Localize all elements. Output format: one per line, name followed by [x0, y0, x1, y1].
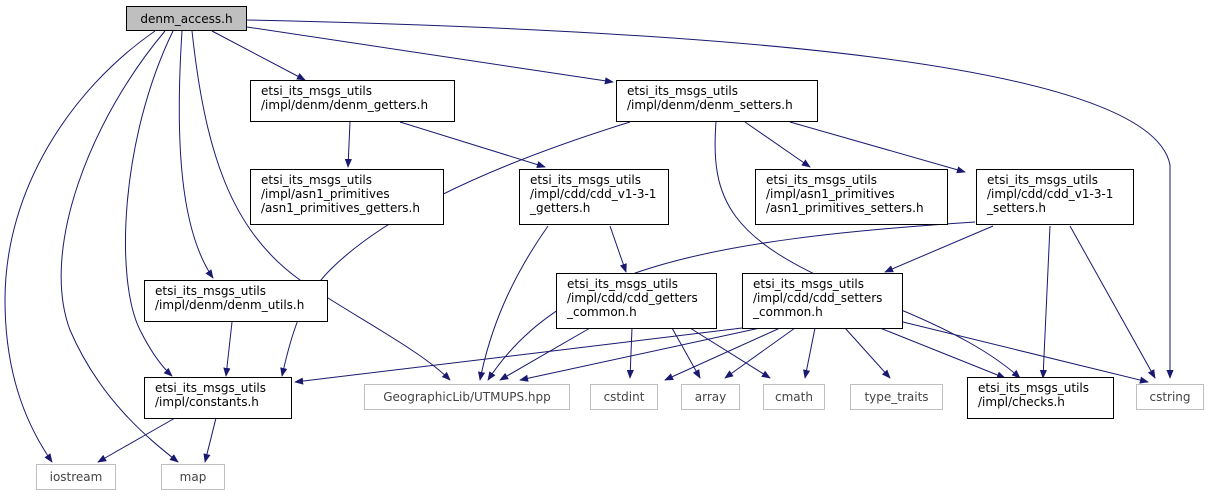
node-label-line: etsi_its_msgs_utils — [978, 381, 1090, 395]
node-label-line: /impl/cdd/cdd_setters — [753, 291, 883, 305]
node-label-line: etsi_its_msgs_utils — [261, 173, 373, 187]
node-label-line: etsi_its_msgs_utils — [753, 277, 865, 291]
node-label-line: /impl/denm/denm_setters.h — [627, 98, 793, 112]
node-array[interactable]: array — [681, 384, 740, 410]
node-label-line: etsi_its_msgs_utils — [155, 381, 267, 395]
node-label-line: /impl/constants.h — [155, 395, 259, 409]
node-label-line: etsi_its_msgs_utils — [567, 277, 679, 291]
node-denm-access[interactable]: denm_access.h — [126, 6, 247, 31]
node-label-line: /impl/denm/denm_getters.h — [261, 98, 429, 112]
node-denm-utils[interactable]: etsi_its_msgs_utils /impl/denm/denm_util… — [144, 280, 328, 322]
edge-root-constants — [125, 30, 174, 377]
edge-cdd_setters-checks — [1039, 225, 1051, 379]
edge-setters_common-cstring — [902, 321, 1149, 384]
edge-cdd_setters-utmups — [487, 221, 976, 381]
edge-root-denm_setters — [246, 26, 614, 85]
node-label: denm_access.h — [140, 11, 233, 26]
node-utmups[interactable]: GeographicLib/UTMUPS.hpp — [364, 384, 570, 410]
node-label-line: /impl/cdd/cdd_getters — [567, 291, 698, 305]
node-label-line: _setters.h — [987, 201, 1047, 215]
node-cmath[interactable]: cmath — [763, 384, 825, 410]
node-label-line: /impl/asn1_primitives — [766, 187, 895, 201]
edge-denm_setters-asn1_setters — [744, 121, 811, 168]
edge-root-utmups — [191, 30, 451, 381]
edge-getters_common-utmups — [499, 327, 591, 381]
edge-denm_getters-asn1_getters — [344, 121, 352, 168]
node-label: type_traits — [864, 390, 929, 404]
node-label-line: /impl/asn1_primitives — [261, 187, 390, 201]
edge-cdd_setters-setters_common — [884, 225, 994, 273]
node-label-line: /asn1_primitives_getters.h — [261, 201, 420, 215]
node-label: GeographicLib/UTMUPS.hpp — [383, 390, 551, 404]
node-cdd-getters-common[interactable]: etsi_its_msgs_utils /impl/cdd/cdd_getter… — [556, 273, 717, 329]
node-label-line: _getters.h — [530, 201, 591, 215]
node-label-line: etsi_its_msgs_utils — [987, 173, 1099, 187]
edge-constants-map — [203, 417, 217, 463]
node-map[interactable]: map — [161, 464, 225, 490]
node-label-line: _common.h — [567, 305, 637, 319]
node-denm-getters[interactable]: etsi_its_msgs_utils /impl/denm/denm_gett… — [250, 80, 455, 122]
node-cdd-setters[interactable]: etsi_its_msgs_utils /impl/cdd/cdd_v1-3-1… — [976, 169, 1134, 225]
node-label-line: etsi_its_msgs_utils — [766, 173, 878, 187]
node-cdd-setters-common[interactable]: etsi_its_msgs_utils /impl/cdd/cdd_setter… — [742, 273, 903, 329]
edge-denm_setters-cdd_setters — [789, 121, 966, 174]
node-cstring[interactable]: cstring — [1136, 384, 1204, 410]
node-label-line: _common.h — [753, 305, 823, 319]
node-cdd-getters[interactable]: etsi_its_msgs_utils /impl/cdd/cdd_v1-3-1… — [519, 169, 669, 225]
node-label-line: etsi_its_msgs_utils — [155, 284, 267, 298]
edge-denm_getters-cdd_getters — [399, 121, 546, 169]
node-constants[interactable]: etsi_its_msgs_utils /impl/constants.h — [144, 377, 292, 419]
edge-cdd_getters-utmups — [478, 225, 549, 381]
edge-cdd_getters-getters_common — [609, 225, 627, 273]
node-label: map — [179, 470, 207, 484]
node-label-line: etsi_its_msgs_utils — [627, 84, 739, 98]
node-label: cstring — [1149, 390, 1191, 404]
node-asn1-primitives-getters[interactable]: etsi_its_msgs_utils /impl/asn1_primitive… — [250, 169, 444, 225]
node-asn1-primitives-setters[interactable]: etsi_its_msgs_utils /impl/asn1_primitive… — [755, 169, 948, 225]
edge-getters_common-cstdint — [626, 327, 634, 379]
node-cstdint[interactable]: cstdint — [590, 384, 658, 410]
edge-root-map — [60, 30, 179, 463]
node-label-line: etsi_its_msgs_utils — [261, 84, 373, 98]
node-type-traits[interactable]: type_traits — [850, 384, 943, 410]
edge-setters_common-type_traits — [844, 327, 891, 379]
edge-denm_utils-constants — [223, 321, 233, 377]
node-label-line: etsi_its_msgs_utils — [530, 173, 642, 187]
node-label: iostream — [49, 470, 103, 484]
edge-setters_common-cstdint — [664, 327, 781, 381]
edge-setters_common-cmath — [803, 327, 816, 379]
node-label-line: /impl/checks.h — [978, 395, 1065, 409]
node-label-line: /impl/cdd/cdd_v1-3-1 — [530, 187, 657, 201]
edge-setters_common-checks — [879, 327, 1006, 379]
node-label-line: /asn1_primitives_setters.h — [766, 201, 924, 215]
edge-root-iostream — [4, 30, 156, 463]
node-label: cmath — [775, 390, 813, 404]
edge-denm_setters-constants — [280, 121, 631, 377]
node-label: array — [694, 390, 727, 404]
edge-root-cstring — [246, 19, 1174, 379]
edge-cdd_setters-cstring — [1069, 225, 1156, 379]
node-label-line: /impl/cdd/cdd_v1-3-1 — [987, 187, 1114, 201]
edge-constants-iostream — [97, 417, 176, 463]
node-iostream[interactable]: iostream — [36, 464, 116, 490]
node-label: cstdint — [603, 390, 645, 404]
node-denm-setters[interactable]: etsi_its_msgs_utils /impl/denm/denm_sett… — [616, 80, 818, 122]
node-checks[interactable]: etsi_its_msgs_utils /impl/checks.h — [967, 377, 1114, 419]
edge-root-denm_getters — [211, 30, 306, 81]
node-label-line: /impl/denm/denm_utils.h — [155, 298, 305, 312]
edge-setters_common-utmups — [519, 327, 761, 382]
edge-root-denm_utils — [178, 30, 214, 279]
edge-setters_common-constants — [294, 327, 743, 385]
edge-getters_common-cmath — [689, 327, 771, 379]
edge-setters_common-array — [724, 327, 796, 379]
